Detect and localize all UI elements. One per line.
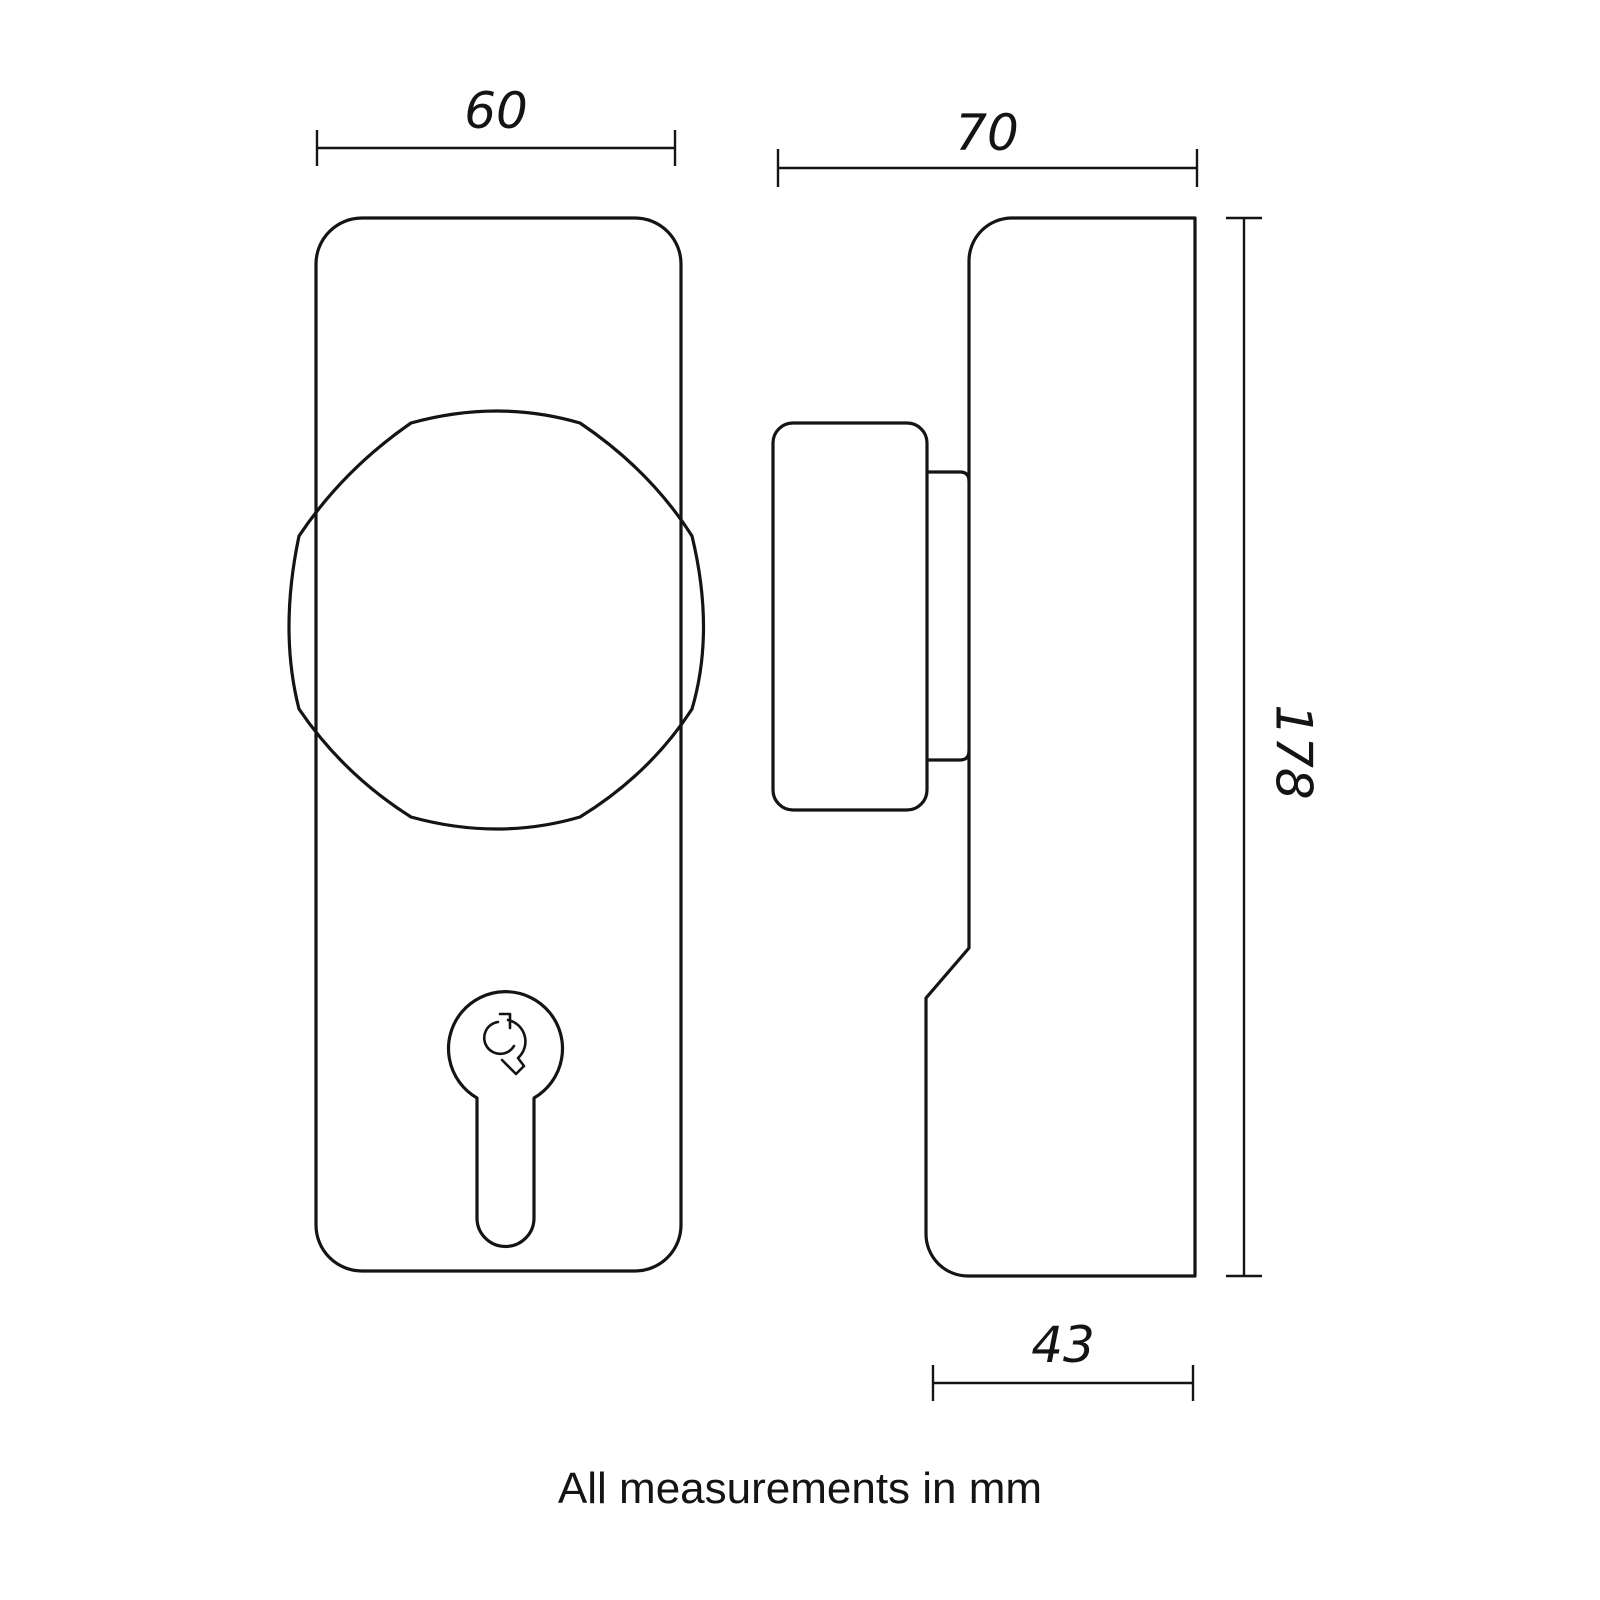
side-view: 70 178 43 xyxy=(771,104,1323,1401)
dimension-side-depth: 70 xyxy=(776,104,1199,187)
front-knob xyxy=(287,409,706,831)
dimension-base-depth: 43 xyxy=(931,1316,1195,1401)
dimension-front-width: 60 xyxy=(315,82,677,166)
side-knob xyxy=(771,421,929,812)
side-body xyxy=(924,216,1197,1278)
front-view: 60 xyxy=(287,82,706,1273)
dimension-label-front-width: 60 xyxy=(464,82,528,140)
side-neck xyxy=(925,470,971,762)
front-backplate xyxy=(314,216,683,1273)
dimension-label-side-depth: 70 xyxy=(955,104,1019,162)
dimension-height: 178 xyxy=(1226,216,1323,1278)
measurement-caption: All measurements in mm xyxy=(558,1464,1042,1513)
key-symbol-icon xyxy=(482,1012,527,1076)
keyhole-icon xyxy=(446,990,565,1249)
dimension-label-base-depth: 43 xyxy=(1031,1316,1095,1374)
dimension-label-height: 178 xyxy=(1265,704,1323,799)
